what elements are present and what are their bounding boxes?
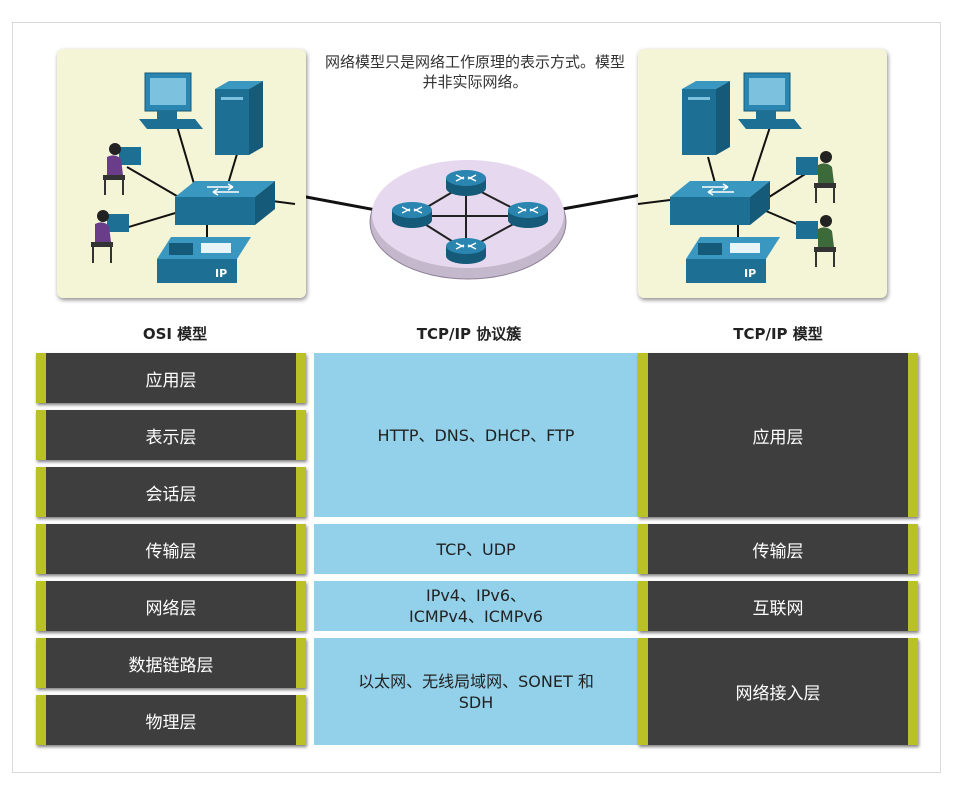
osi-layer-physical: 物理层: [36, 695, 306, 745]
protocol-internet-line1: IPv4、IPv6、: [425, 586, 527, 605]
osi-layer-label: 传输层: [145, 541, 197, 562]
osi-layer-label: 网络层: [145, 598, 197, 619]
tcpip-suite-header: TCP/IP 协议簇: [416, 325, 522, 343]
desktop-monitor-icon: [139, 72, 203, 129]
osi-layer-label: 数据链路层: [128, 655, 214, 676]
right-network-panel: IP: [638, 49, 887, 298]
left-network-panel: IP: [57, 49, 306, 298]
tcpip-layer-label: 应用层: [752, 427, 804, 448]
tcpip-layer-label: 网络接入层: [735, 684, 821, 704]
tcpip-layer-internet: 互联网: [638, 581, 918, 631]
ip-label: IP: [215, 267, 227, 280]
diagram-caption: 网络模型只是网络工作原理的表示方式。模型并非实际网络。: [324, 53, 625, 91]
osi-layer-presentation: 表示层: [36, 410, 306, 460]
router-icon-left: [392, 202, 432, 228]
osi-layer-session: 会话层: [36, 467, 306, 517]
tcpip-layer-transport: 传输层: [638, 524, 918, 574]
router-icon-bottom: [446, 238, 486, 264]
protocol-internet-line2: ICMPv4、ICMPv6: [409, 607, 543, 626]
tcpip-layer-application: 应用层: [638, 353, 918, 517]
osi-layer-application: 应用层: [36, 353, 306, 403]
osi-layer-datalink: 数据链路层: [36, 638, 306, 688]
osi-layer-transport: 传输层: [36, 524, 306, 574]
protocol-access-line1: 以太网、无线局域网、SONET 和: [358, 671, 594, 691]
tcpip-layer-label: 传输层: [752, 541, 804, 562]
tcpip-layer-label: 互联网: [752, 598, 804, 619]
osi-layer-label: 应用层: [145, 370, 197, 391]
protocol-application: HTTP、DNS、DHCP、FTP: [314, 353, 638, 517]
osi-model-header: OSI 模型: [142, 325, 208, 343]
switch-icon: [670, 181, 770, 225]
ip-phone-icon: IP: [157, 237, 251, 283]
desktop-monitor-icon: [738, 72, 802, 129]
server-icon: [682, 81, 730, 155]
osi-layer-network: 网络层: [36, 581, 306, 631]
protocol-access-line2: SDH: [458, 692, 494, 712]
osi-layer-label: 会话层: [145, 484, 197, 505]
protocol-internet: IPv4、IPv6、 ICMPv4、ICMPv6: [314, 581, 638, 631]
user-workstation-icon: [796, 151, 836, 203]
router-icon-right: [508, 202, 548, 228]
tcpip-layer-network-access: 网络接入层: [638, 638, 918, 745]
ip-label: IP: [744, 267, 756, 280]
user-workstation-icon: [91, 210, 129, 263]
osi-layer-label: 表示层: [145, 427, 197, 448]
router-icon-top: [446, 170, 486, 196]
user-workstation-icon: [103, 143, 141, 195]
protocol-network-access: 以太网、无线局域网、SONET 和 SDH: [314, 638, 638, 745]
osi-layer-label: 物理层: [145, 712, 197, 733]
server-icon: [215, 81, 263, 155]
switch-icon: [175, 181, 275, 225]
user-workstation-icon: [796, 215, 836, 267]
ip-phone-icon: IP: [686, 237, 780, 283]
protocol-transport: TCP、UDP: [314, 524, 638, 574]
tcpip-model-header: TCP/IP 模型: [733, 325, 823, 343]
